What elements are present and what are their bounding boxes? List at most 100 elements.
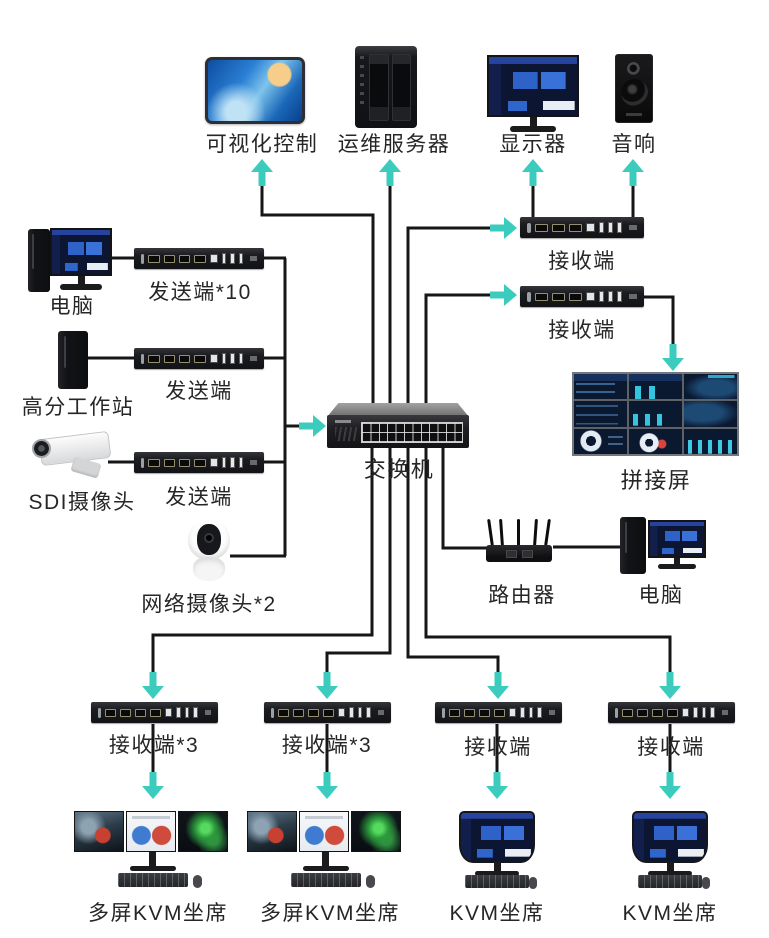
usb-port [693, 707, 698, 718]
hdmi-port [194, 254, 206, 263]
label-rx-b4: 接收端 [637, 736, 705, 759]
arrow-down-rx-b3 [487, 672, 509, 699]
arrow-down-videowall [662, 344, 684, 371]
label-video-wall: 拼接屏 [620, 468, 692, 493]
label-router: 路由器 [488, 584, 556, 607]
arrow-down-seat1 [142, 772, 164, 799]
receiver-b4-device [608, 702, 735, 723]
pc-screen [50, 228, 112, 276]
usb-port [238, 457, 244, 468]
power-port [141, 353, 145, 364]
wire-switch-to-rx-b1 [151, 447, 374, 674]
usb-port [221, 457, 227, 468]
hdmi-port [179, 254, 191, 263]
power-port [141, 457, 145, 468]
power-port [615, 707, 619, 718]
hdmi-port [149, 708, 161, 717]
switch-port-grid [361, 422, 463, 443]
rj45-port [681, 708, 690, 717]
hdmi-port [120, 708, 131, 717]
router-antenna [544, 518, 551, 547]
usb-port [520, 707, 525, 718]
router-icon [486, 518, 554, 571]
racing-screen [247, 811, 297, 852]
switch-front-face [327, 415, 469, 448]
wire-switch-to-rx-top2 [424, 293, 490, 404]
rj45-port [586, 223, 595, 232]
label-ip-camera: 网络摄像头*2 [141, 593, 277, 616]
stand-pole [667, 862, 674, 872]
usb-port [366, 707, 371, 718]
label-rx-b3: 接收端 [464, 736, 532, 759]
transmitter-3-device [134, 452, 264, 473]
usb-port [710, 707, 715, 718]
pc-right-screen [648, 520, 706, 558]
hdmi-port [622, 708, 634, 717]
dip-switch [629, 294, 637, 299]
stand-base [303, 866, 349, 871]
label-kvm-seat1: KVM坐席 [449, 902, 545, 925]
hdmi-port [105, 708, 117, 717]
label-tx2: 发送端 [165, 380, 233, 403]
switch-top-face [327, 403, 469, 417]
wire-switch-to-router [441, 447, 489, 550]
usb-port [230, 353, 235, 364]
speaker-woofer [620, 79, 648, 106]
wire-switch-to-visual-control [260, 186, 375, 404]
mouse-icon [366, 875, 375, 888]
switch-logo [335, 420, 351, 423]
label-switch: 交换机 [363, 457, 435, 482]
usb-port [617, 291, 622, 302]
dip-switch [204, 710, 211, 715]
hdmi-port [666, 708, 678, 717]
tablet-icon [205, 57, 305, 124]
usb-port [230, 457, 235, 468]
arrow-down-seat2 [316, 772, 338, 799]
pc-base [60, 284, 102, 290]
rj45-port [508, 708, 517, 717]
hdmi-port [552, 223, 565, 232]
dashboard-screen [126, 811, 176, 852]
usb-port [537, 707, 542, 718]
keyboard-icon [638, 875, 702, 888]
power-port [442, 707, 446, 718]
dip-switch [377, 710, 384, 715]
camera-lens [32, 439, 51, 458]
router-port [506, 550, 517, 558]
hdmi-port [179, 354, 191, 363]
multi-screen-kvm-seat-2 [247, 811, 404, 889]
label-ops-server: 运维服务器 [337, 133, 451, 156]
label-sdi-camera: SDI摄像头 [28, 491, 136, 514]
pc-monitor-icon [50, 228, 112, 290]
transmitter-1-device [134, 248, 264, 269]
rj45-port [164, 708, 173, 717]
receiver-top1-device [520, 217, 644, 238]
router-body [486, 545, 552, 562]
video-wall-cell [684, 374, 737, 400]
stand-pole [322, 852, 329, 867]
usb-port [617, 222, 622, 233]
power-port [141, 253, 145, 264]
kvm-seat-1 [459, 811, 537, 891]
hdmi-port [535, 223, 548, 232]
rj45-port [209, 354, 218, 363]
hdmi-port [569, 292, 582, 301]
rj45-port [209, 254, 218, 263]
stand-base [475, 871, 519, 876]
mouse-icon [193, 875, 202, 888]
usb-port [221, 253, 227, 264]
pc-tower-icon [28, 229, 50, 292]
video-wall-icon [572, 372, 739, 456]
wire-switch-to-rx-top1 [406, 226, 490, 404]
arrow-up-monitor [522, 159, 544, 186]
video-wall-cell [574, 374, 627, 400]
keyboard-icon [291, 873, 361, 887]
map-screen [178, 811, 228, 852]
mouse-icon [702, 877, 710, 889]
hdmi-port [322, 708, 334, 717]
hdmi-port [148, 254, 160, 263]
nas-bay [369, 54, 389, 121]
triple-monitor-icon [247, 811, 401, 852]
video-wall-cell [684, 428, 737, 454]
